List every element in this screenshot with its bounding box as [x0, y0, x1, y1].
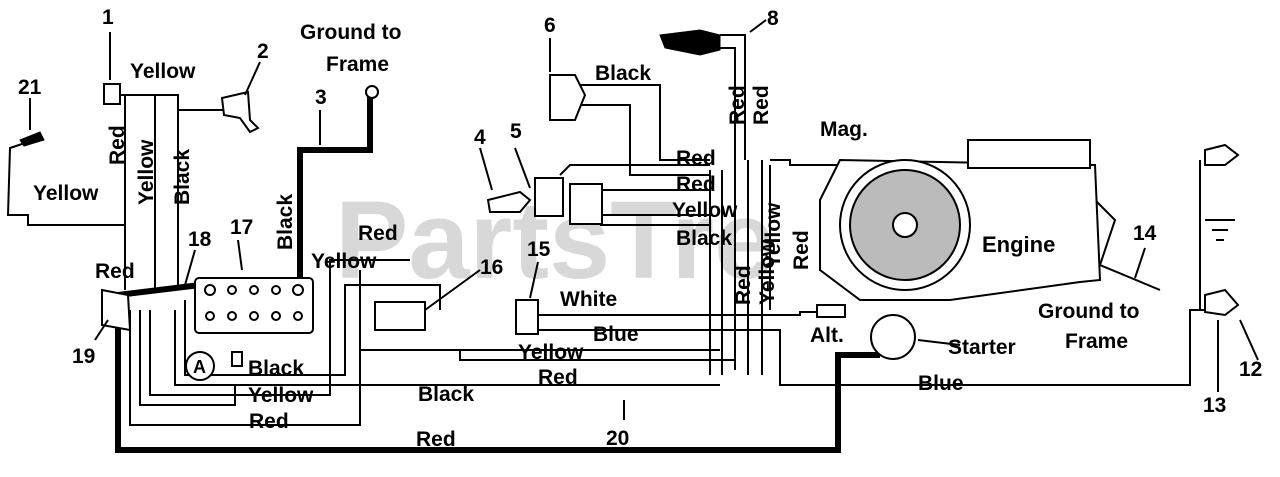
lamp-13: [1204, 288, 1240, 317]
callout-2: 2: [257, 40, 269, 63]
callout-21: 21: [18, 76, 42, 99]
callout-13: 13: [1203, 394, 1226, 417]
label-starter: Starter: [948, 336, 1016, 359]
callout-4: 4: [474, 126, 486, 149]
wires: [6, 34, 1235, 453]
starter-motor: [870, 314, 916, 360]
ground-terminal-3: [365, 85, 379, 99]
callout-12: 12: [1239, 358, 1262, 381]
callout-8: 8: [767, 7, 779, 30]
callout-5: 5: [510, 120, 522, 143]
label-alt: Alt.: [810, 324, 844, 347]
ground-to-frame-top-line1: Ground to: [300, 21, 401, 44]
label-yellow-vert: Yellow: [135, 139, 158, 205]
label-blue-bottom: Blue: [918, 372, 964, 395]
callout-17: 17: [230, 216, 253, 239]
label-black-6: Black: [595, 62, 651, 85]
label-red-16: Red: [358, 222, 398, 245]
label-engine: Engine: [982, 232, 1055, 257]
ground-to-frame-top-line2: Frame: [326, 53, 389, 76]
label-black-battery: Black: [274, 194, 297, 250]
callout-18: 18: [188, 228, 212, 251]
terminal-clip-21: [19, 131, 45, 147]
callout-14: 14: [1133, 222, 1157, 245]
label-yellow-21: Yellow: [33, 182, 99, 205]
label-black-bottom: Black: [418, 383, 474, 406]
callout-19: 19: [72, 345, 95, 368]
label-red-harness-h: Red: [538, 366, 578, 389]
callout-16: 16: [480, 256, 503, 279]
ground-to-frame-right-line1: Ground to: [1038, 300, 1139, 323]
switch-6: [549, 74, 587, 121]
label-red-a: Red: [249, 410, 289, 433]
module-16: [374, 301, 426, 331]
label-red-bottom: Red: [416, 428, 456, 451]
label-red-19: Red: [95, 260, 135, 283]
ground-to-frame-right-line2: Frame: [1065, 330, 1128, 353]
label-mag: Mag.: [820, 118, 868, 141]
label-white: White: [560, 288, 617, 311]
solenoid-19: [101, 288, 132, 332]
plug-8: [659, 29, 721, 56]
label-yellow-5: Yellow: [672, 199, 738, 222]
callout-20: 20: [606, 427, 629, 450]
label-red-8a: Red: [726, 85, 749, 125]
components: [19, 29, 1240, 381]
label-red-harness: Red: [732, 265, 755, 305]
label-red-mag: Red: [790, 230, 813, 270]
callout-15: 15: [527, 238, 551, 261]
connector-block: [569, 183, 603, 225]
label-yellow-harness-h: Yellow: [518, 341, 584, 364]
label-red-5b: Red: [676, 173, 716, 196]
callout-6: 6: [544, 14, 556, 37]
label-red-vert: Red: [106, 125, 129, 165]
battery-cells: [204, 284, 304, 321]
callout-numbers: 1 2 3 4 5 6 8 12 13 14 15 16 17 18 19 20…: [18, 6, 1262, 450]
switch-1: [103, 83, 121, 105]
engine-top-plate: [967, 139, 1091, 169]
connector-5: [534, 177, 564, 217]
flywheel-hub: [892, 212, 918, 238]
alt-connector: [816, 304, 846, 318]
label-yellow-16: Yellow: [311, 250, 377, 273]
label-yellow-a: Yellow: [248, 384, 314, 407]
label-red-8b: Red: [750, 85, 773, 125]
callout-3: 3: [315, 86, 327, 109]
lamp-12: [1204, 143, 1240, 166]
battery-17: [194, 277, 314, 334]
label-black-a: Black: [248, 357, 304, 380]
callout-a-label: A: [193, 357, 206, 377]
label-black-vert: Black: [171, 149, 194, 205]
label-yellow-harness: Yellow: [762, 202, 785, 268]
label-black-5: Black: [676, 227, 732, 250]
switch-15: [515, 299, 539, 335]
callout-leaders: [29, 19, 1259, 420]
bracket-2: [220, 90, 260, 134]
connector-a-plug: [231, 351, 243, 367]
label-red-5a: Red: [676, 147, 716, 170]
label-blue-15: Blue: [593, 323, 639, 346]
ignition-switch-4: [486, 190, 532, 213]
callout-1: 1: [102, 6, 114, 29]
label-yellow-harness-2: Yellow: [756, 239, 779, 305]
wire-labels: Ground to Frame Yellow Yellow Red Yellow…: [33, 21, 1139, 451]
connector-a: [185, 351, 215, 381]
label-yellow-1: Yellow: [130, 60, 196, 83]
